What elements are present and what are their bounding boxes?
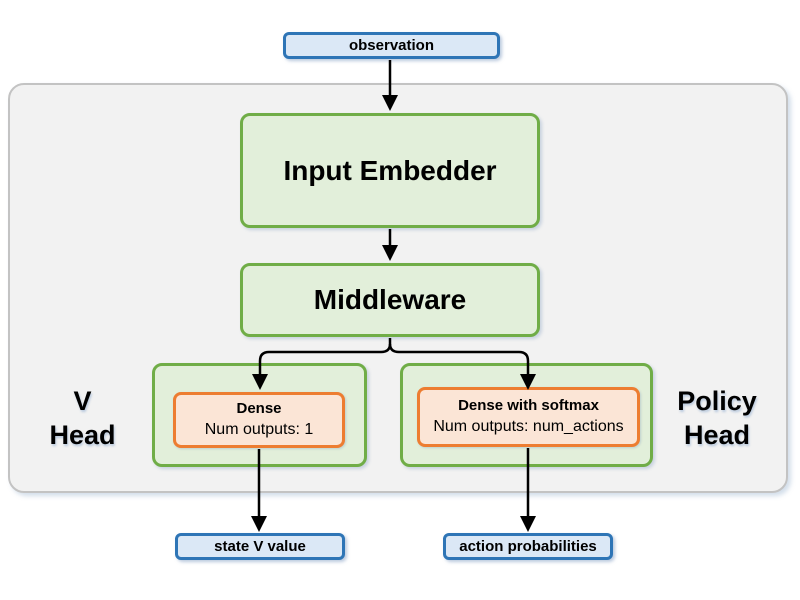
node-input-embedder: Input Embedder [240, 113, 540, 228]
node-input-embedder-label: Input Embedder [283, 154, 497, 186]
label-v-head-line1: V [73, 386, 92, 416]
node-dense-softmax: Dense with softmax Num outputs: num_acti… [417, 387, 640, 447]
node-action-probabilities: action probabilities [443, 533, 613, 560]
node-observation: observation [283, 32, 500, 59]
label-policy-head-line2: Head [683, 419, 751, 450]
label-v-head: V Head [25, 385, 140, 453]
label-policy-head-line1: Policy [677, 386, 757, 416]
node-middleware: Middleware [240, 263, 540, 337]
node-action-probabilities-label: action probabilities [459, 538, 597, 555]
label-policy-head: Policy Head [657, 385, 777, 453]
node-dense-title: Dense [236, 400, 282, 418]
node-dense-subtitle: Num outputs: 1 [204, 421, 314, 439]
node-state-v-value-label: state V value [214, 538, 306, 555]
label-v-head-line2: Head [49, 419, 116, 450]
node-dense-softmax-title: Dense with softmax [458, 397, 599, 415]
node-middleware-label: Middleware [313, 284, 467, 315]
node-observation-label: observation [348, 37, 435, 54]
node-dense: Dense Num outputs: 1 [173, 392, 345, 448]
node-state-v-value: state V value [175, 533, 345, 560]
node-dense-softmax-subtitle: Num outputs: num_actions [433, 418, 624, 436]
